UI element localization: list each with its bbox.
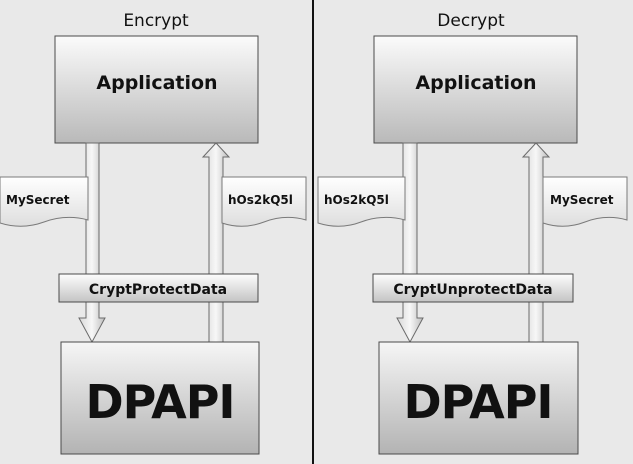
decrypt-output-document-label: MySecret [550, 193, 614, 207]
decrypt-dpapi-box [378, 341, 579, 455]
encrypt-up-arrow [201, 142, 231, 343]
encrypt-output-document-label: hOs2kQ5l [228, 193, 293, 207]
encrypt-application-label: Application [96, 72, 217, 94]
decrypt-panel: Decrypt Application hOs2kQ5l MySecret Cr… [317, 11, 628, 455]
encrypt-dpapi-box [60, 341, 260, 455]
decrypt-output-document [542, 176, 628, 227]
decrypt-up-arrow [521, 142, 551, 343]
encrypt-input-document-label: MySecret [6, 193, 70, 207]
encrypt-function-label: CryptProtectData [89, 282, 227, 298]
encrypt-dpapi-label: DPAPI [85, 375, 234, 429]
decrypt-function-label: CryptUnprotectData [393, 282, 552, 298]
decrypt-input-document-label: hOs2kQ5l [324, 193, 389, 207]
encrypt-output-document [221, 176, 307, 227]
decrypt-function-box [372, 273, 574, 303]
encrypt-application-box [54, 35, 259, 144]
encrypt-function-box [58, 273, 259, 303]
decrypt-dpapi-label: DPAPI [403, 375, 552, 429]
decrypt-application-label: Application [415, 72, 536, 94]
encrypt-panel: Encrypt Application MySecret hOs2kQ5l Cr… [0, 11, 307, 455]
encrypt-panel-title: Encrypt [123, 11, 189, 31]
decrypt-panel-title: Decrypt [437, 11, 505, 31]
encrypt-down-arrow [78, 142, 106, 344]
encrypt-input-document [0, 176, 89, 227]
decrypt-input-document [317, 176, 406, 227]
decrypt-down-arrow [396, 142, 424, 344]
decrypt-application-box [373, 35, 578, 144]
